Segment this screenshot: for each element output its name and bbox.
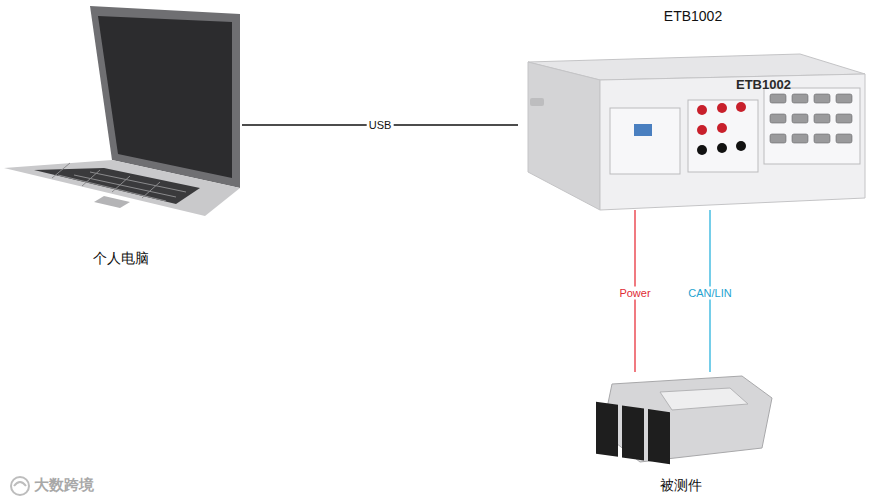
red-jack <box>697 105 707 115</box>
keyboard-keys <box>52 163 186 201</box>
db9 <box>770 94 786 103</box>
key-col <box>112 176 130 192</box>
black-jack <box>697 145 707 155</box>
db9 <box>836 94 852 103</box>
node-label: 个人电脑 <box>0 250 242 268</box>
black-jack <box>736 141 746 151</box>
usb-port <box>634 124 652 136</box>
device-figure <box>528 54 865 210</box>
ecu-connector <box>648 409 670 464</box>
db9-connectors <box>770 94 852 143</box>
edge-label: Power <box>617 287 652 300</box>
key-row <box>58 175 166 201</box>
db9 <box>836 134 852 143</box>
edge-label: USB <box>367 119 394 132</box>
black-jack <box>717 143 727 153</box>
watermark-logo <box>11 477 29 495</box>
key-col <box>52 163 70 178</box>
logo-ring <box>11 477 29 495</box>
db9 <box>836 114 852 123</box>
laptop-base <box>4 160 240 216</box>
db9 <box>814 94 830 103</box>
db9 <box>814 134 830 143</box>
node-label: 被测件 <box>585 477 777 495</box>
ecu-connector <box>622 405 644 460</box>
ecu-cover <box>660 388 748 410</box>
device-side <box>528 62 600 210</box>
db9 <box>792 94 808 103</box>
key-col <box>142 182 160 198</box>
watermark: 大数跨境 <box>34 477 94 494</box>
device-front <box>600 74 865 210</box>
jack-panel <box>688 100 758 172</box>
ecu-connector <box>596 402 618 457</box>
red-jack <box>717 123 727 133</box>
device-node: ETB1002 <box>518 6 868 210</box>
computer-node: 个人电脑 <box>0 5 242 270</box>
device-handle <box>530 98 544 106</box>
db9 <box>792 134 808 143</box>
db9 <box>770 114 786 123</box>
edge-label: CAN/LIN <box>686 287 733 300</box>
laptop-touchpad <box>94 196 130 208</box>
usb-panel <box>610 108 680 174</box>
ecu-body <box>602 376 772 462</box>
red-jack <box>697 125 707 135</box>
red-jack <box>736 102 746 112</box>
key-row <box>74 175 176 197</box>
logo-swirl <box>14 482 26 486</box>
panel-label: ETB1002 <box>736 78 791 92</box>
laptop-screen <box>98 16 232 178</box>
jacks <box>697 102 746 155</box>
db9 <box>814 114 830 123</box>
laptop-figure <box>4 6 240 216</box>
laptop-keyboard <box>34 168 200 204</box>
db9 <box>770 134 786 143</box>
connector-panel <box>764 88 860 164</box>
ecu-figure <box>596 376 772 464</box>
db9 <box>792 114 808 123</box>
node-label: ETB1002 <box>518 8 868 24</box>
key-col <box>82 170 100 186</box>
red-jack <box>717 103 727 113</box>
dut-node: 被测件 <box>585 372 777 497</box>
